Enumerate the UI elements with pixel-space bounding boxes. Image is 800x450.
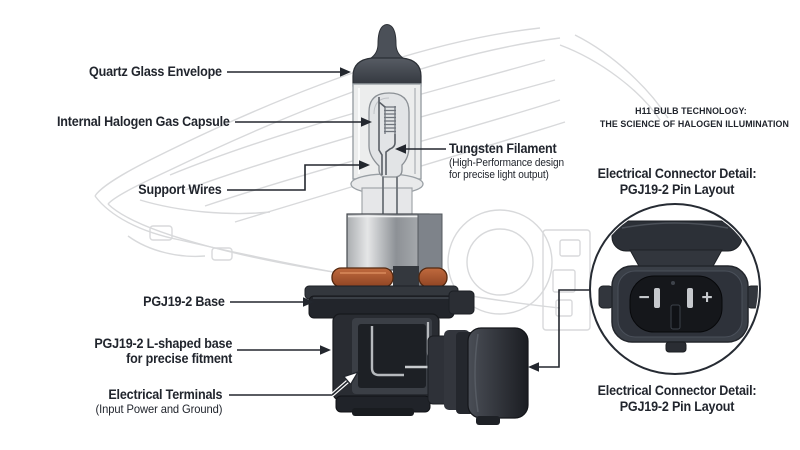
- diagram-title: H11 BULB TECHNOLOGY: THE SCIENCE OF HALO…: [599, 105, 789, 131]
- bulb-illustration: [304, 24, 529, 425]
- connector-detail-caption-bottom-line2: PGJ19-2 Pin Layout: [619, 399, 735, 414]
- arrowhead-icon: [361, 117, 372, 127]
- leader-terminals: [229, 370, 360, 397]
- electrical-terminal-wire-1: [370, 326, 404, 377]
- arrowhead-outline-icon: [342, 370, 360, 386]
- o-ring-left: [331, 267, 394, 288]
- connector-detail-caption-top-line1: Electrical Connector Detail:: [597, 166, 757, 181]
- label-electrical-terminals: Electrical Terminals (Input Power and Gr…: [95, 387, 222, 416]
- leader-base: [230, 297, 314, 307]
- connector-key-slot: [670, 304, 681, 330]
- plus-symbol: +: [701, 288, 712, 309]
- label-tungsten-filament-title: Tungsten Filament: [449, 141, 557, 156]
- tungsten-filament: [384, 106, 396, 134]
- arrowhead-icon: [320, 345, 331, 355]
- connector-flange: [611, 220, 743, 252]
- o-ring-right: [418, 267, 448, 288]
- label-pgj19-2-base: PGJ19-2 Base: [143, 294, 225, 309]
- connector-detail-caption-top-line2: PGJ19-2 Pin Layout: [619, 182, 735, 197]
- support-wires: [378, 97, 396, 175]
- label-internal-halogen-gas-capsule: Internal Halogen Gas Capsule: [57, 114, 230, 129]
- label-tungsten-filament-sub2: for precise light output): [449, 169, 549, 181]
- label-electrical-terminals-line2: (Input Power and Ground): [95, 401, 222, 416]
- leader-capsule: [235, 117, 372, 127]
- connector-side-tab-left: [598, 285, 614, 309]
- connector-detail-caption-bottom-line1: Electrical Connector Detail:: [597, 383, 757, 398]
- connector-bottom-tab: [665, 341, 687, 353]
- label-l-shaped-base-line2: for precise fitment: [125, 350, 232, 366]
- pin-slot-right: [687, 288, 693, 308]
- label-l-shaped-base-line1: PGJ19-2 L-shaped base: [94, 336, 232, 351]
- label-l-shaped-base: PGJ19-2 L-shaped base for precise fitmen…: [94, 336, 232, 366]
- leader-connector-detail: [528, 289, 591, 372]
- glass-neck: [361, 187, 413, 217]
- leader-filament: [395, 144, 446, 154]
- connector-detail-caption-top: Electrical Connector Detail: PGJ19-2 Pin…: [589, 166, 766, 198]
- metal-collar: [346, 213, 430, 271]
- leader-quartz: [227, 67, 351, 77]
- label-support-wires: Support Wires: [138, 182, 222, 197]
- connector-detail-circle: − +: [589, 203, 761, 375]
- label-tungsten-filament: Tungsten Filament (High-Performance desi…: [449, 141, 564, 182]
- label-electrical-terminals-line1: Electrical Terminals: [108, 387, 222, 402]
- connector-detail-caption-bottom: Electrical Connector Detail: PGJ19-2 Pin…: [589, 383, 766, 415]
- leader-support: [227, 160, 370, 191]
- minus-symbol: −: [638, 288, 649, 309]
- arrowhead-icon: [303, 297, 314, 307]
- connector-recess: [629, 275, 723, 333]
- leader-lines: [227, 67, 591, 397]
- label-tungsten-filament-sub1: (High-Performance design: [449, 156, 564, 169]
- arrowhead-icon: [359, 160, 370, 170]
- pin-slot-left: [654, 288, 660, 308]
- arrowhead-icon: [340, 67, 351, 77]
- leader-lshape: [237, 345, 331, 355]
- bulb-tip: [369, 24, 405, 59]
- diagram-title-line1: H11 BULB TECHNOLOGY:: [635, 106, 747, 117]
- arrowhead-icon: [395, 144, 406, 154]
- arrowhead-icon: [528, 362, 539, 372]
- label-quartz-glass-envelope: Quartz Glass Envelope: [89, 64, 222, 79]
- glass-cap: [352, 57, 422, 87]
- diagram-title-line2: THE SCIENCE OF HALOGEN ILLUMINATION: [599, 119, 789, 130]
